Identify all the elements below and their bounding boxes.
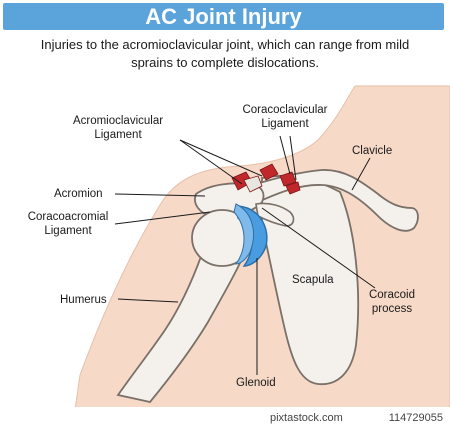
coracoid-shape	[255, 202, 295, 227]
label-acromion: Acromion	[54, 188, 103, 200]
label-humerus: Humerus	[60, 294, 107, 306]
footer-bar: pixtastock.com 114729055	[0, 407, 450, 431]
label-coracoid-process: Coracoid process	[368, 289, 416, 315]
title-banner: AC Joint Injury	[3, 3, 444, 30]
page-subtitle: Injuries to the acromioclavicular joint,…	[40, 37, 410, 70]
humeral-cartilage	[233, 203, 254, 265]
label-clavicle: Clavicle	[352, 145, 393, 157]
scapula-shape	[261, 175, 360, 385]
ligament-fibers	[231, 163, 301, 195]
page-title: AC Joint Injury	[145, 4, 302, 29]
footer-site: pixtastock.com	[270, 412, 343, 424]
label-acromioclavicular-ligament: Acromioclavicular Ligament	[72, 115, 164, 141]
label-coracoclavicular-ligament: Coracoclavicular Ligament	[242, 104, 328, 130]
label-glenoid: Glenoid	[236, 377, 276, 389]
humerus-shaft	[116, 228, 252, 403]
leader-lines	[114, 135, 376, 375]
label-scapula: Scapula	[292, 274, 334, 286]
label-coracoacromial-ligament: Coracoacromial Ligament	[27, 211, 109, 237]
footer-image-number: 114729055	[388, 412, 443, 424]
